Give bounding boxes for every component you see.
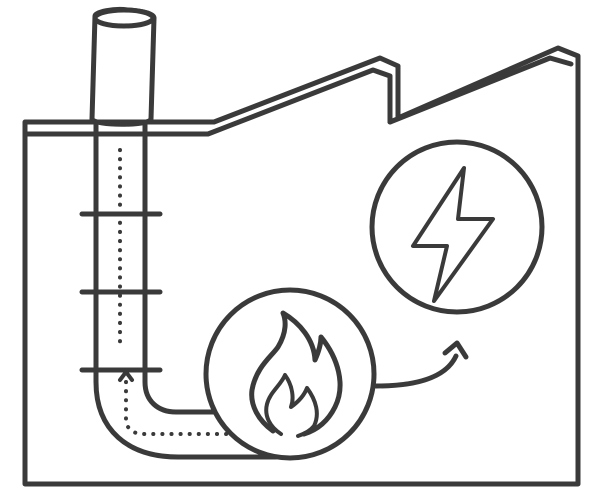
fire-icon <box>203 287 377 461</box>
chimney-icon <box>89 7 157 127</box>
curved-output-arrow <box>373 340 469 389</box>
dotted-flow-arrow <box>118 148 247 436</box>
lightning-bolt-icon <box>369 139 545 315</box>
